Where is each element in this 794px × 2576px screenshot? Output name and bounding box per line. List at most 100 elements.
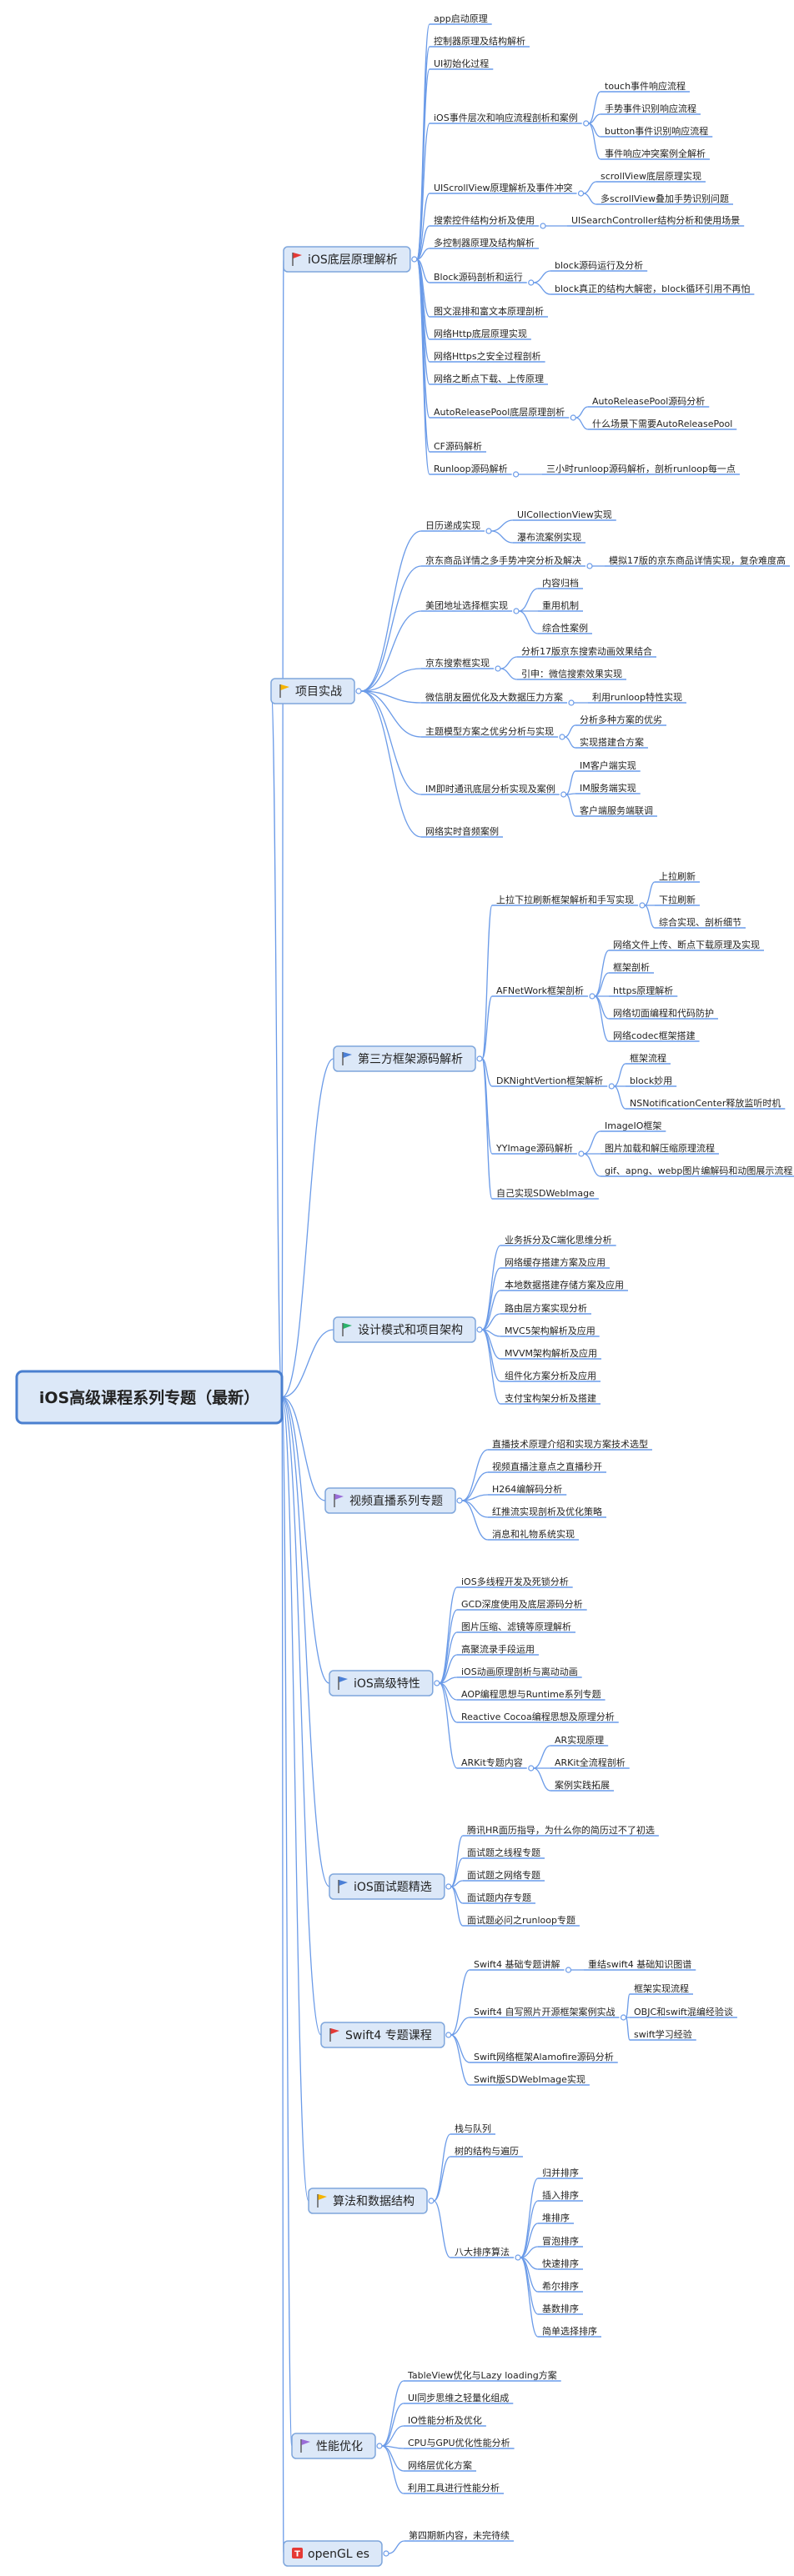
branch-connector: [360, 565, 422, 692]
topic-label: 设计模式和项目架构: [358, 1324, 463, 1337]
topic-node[interactable]: [333, 1316, 476, 1343]
collapse-toggle[interactable]: [513, 608, 520, 614]
leaf-topic-label: 希尔排序: [542, 2280, 579, 2292]
topic-node[interactable]: [270, 678, 355, 704]
subtopic-label: 高聚流录手段运用: [461, 1643, 535, 1655]
collapse-toggle[interactable]: [476, 1055, 483, 1062]
topic-node[interactable]: [308, 2188, 428, 2214]
collapse-toggle[interactable]: [428, 2198, 435, 2204]
leaf-topic-label: 引申：微信搜索效果实现: [521, 668, 622, 679]
collapse-toggle[interactable]: [639, 902, 646, 909]
collapse-toggle[interactable]: [528, 1765, 535, 1772]
subtopic-label: 栈与队列: [455, 2122, 491, 2134]
subtopic-label: 网络实时音频案例: [425, 825, 499, 837]
leaf-connector: [583, 181, 597, 194]
branch-connector: [481, 1058, 493, 1200]
topic-node[interactable]: [329, 1670, 434, 1696]
leaf-topic-label: ImageIO框架: [605, 1120, 661, 1131]
branch-connector: [416, 258, 430, 418]
leaf-topic-label: 综合性案例: [542, 622, 588, 634]
leaf-topic-label: OBJC和swift混编经验谈: [634, 2006, 733, 2017]
topic-node[interactable]: [329, 1873, 445, 1900]
leaf-connector: [533, 1745, 551, 1769]
collapse-toggle[interactable]: [570, 414, 576, 421]
topic-node[interactable]: [333, 1045, 476, 1072]
collapse-toggle[interactable]: [589, 993, 596, 1000]
branch-connector: [439, 1609, 458, 1684]
subtopic-label: 直播技术原理介绍和实现方案技术选型: [492, 1438, 648, 1450]
leaf-connector: [588, 91, 601, 124]
subtopic-label: 树的结构与遍历: [455, 2145, 519, 2157]
subtopic-label: 面试题之网络专题: [467, 1869, 540, 1881]
collapse-toggle[interactable]: [560, 791, 567, 798]
leaf-topic-label: 框架剖析: [613, 961, 650, 973]
collapse-toggle[interactable]: [528, 279, 535, 286]
collapse-toggle[interactable]: [485, 528, 492, 534]
collapse-toggle[interactable]: [568, 699, 575, 706]
branch-connector: [360, 610, 422, 692]
root-node[interactable]: [15, 1370, 284, 1425]
collapse-toggle[interactable]: [565, 1967, 572, 1973]
subtopic-label: AOP编程思想与Runtime系列专题: [461, 1688, 601, 1700]
topic-node[interactable]: [283, 2540, 383, 2567]
topic-label: openGL es: [308, 2548, 369, 2561]
subtopic-label: 网络缓存搭建方案及应用: [505, 1256, 606, 1268]
subtopic-label: 搜索控件结构分析及使用: [434, 214, 535, 226]
branch-connector: [461, 1500, 489, 1518]
subtopic-label: iOS事件层次和响应流程剖析和案例: [434, 112, 578, 123]
collapse-toggle[interactable]: [376, 2443, 383, 2449]
flag-icon: [338, 1880, 348, 1893]
collapse-toggle[interactable]: [445, 2032, 452, 2038]
leaf-topic-label: 利用runloop特性实现: [592, 691, 682, 703]
subtopic-label: 腾讯HR面历指导，为什么你的简历过不了初选: [467, 1824, 655, 1836]
leaf-topic-label: 插入排序: [542, 2189, 579, 2201]
leaf-connector: [500, 668, 518, 680]
collapse-toggle[interactable]: [411, 256, 418, 263]
subtopic-label: 本地数据搭建存储方案及应用: [505, 1279, 624, 1291]
leaf-topic-label: touch事件响应流程: [605, 80, 686, 92]
flag-icon: [292, 253, 302, 266]
collapse-toggle[interactable]: [456, 1497, 463, 1504]
branch-connector: [450, 1835, 464, 1887]
collapse-toggle[interactable]: [578, 1150, 585, 1157]
collapse-toggle[interactable]: [608, 1083, 615, 1090]
collapse-toggle[interactable]: [383, 2550, 389, 2557]
collapse-toggle[interactable]: [586, 563, 593, 569]
subtopic-label: MVVM架构解析及应用: [505, 1347, 597, 1359]
branch-connector: [416, 225, 430, 260]
flag-icon: [300, 2439, 310, 2453]
collapse-toggle[interactable]: [355, 688, 362, 694]
collapse-toggle[interactable]: [540, 223, 546, 229]
subtopic-label: UI同步思维之轻量化组成: [408, 2392, 509, 2403]
collapse-toggle[interactable]: [583, 120, 590, 127]
collapse-toggle[interactable]: [476, 1326, 483, 1333]
leaf-connector: [518, 610, 539, 634]
root-connector: [281, 1396, 322, 2036]
leaf-topic-label: AutoReleasePool源码分析: [592, 395, 705, 407]
collapse-toggle[interactable]: [515, 2254, 521, 2261]
branch-connector: [360, 668, 422, 692]
topic-node[interactable]: [324, 1487, 456, 1514]
flag-icon: [329, 2028, 339, 2042]
collapse-toggle[interactable]: [434, 1680, 440, 1686]
leaf-connector: [520, 2257, 539, 2315]
root-title: iOS高级课程系列专题（最新）: [39, 1388, 259, 1407]
collapse-toggle[interactable]: [445, 1883, 452, 1890]
collapse-toggle[interactable]: [495, 665, 501, 672]
topic-node[interactable]: [291, 2433, 376, 2459]
subtopic-label: 微信朋友圈优化及大数据压力方案: [425, 691, 563, 703]
collapse-toggle[interactable]: [620, 2014, 627, 2021]
subtopic-label: 网络Https之安全过程剖析: [434, 350, 541, 362]
leaf-connector: [594, 995, 610, 1042]
topic-node[interactable]: [320, 2022, 445, 2048]
collapse-toggle[interactable]: [577, 190, 585, 197]
subtopic-label: UI初始化过程: [434, 58, 489, 69]
topic-node[interactable]: [283, 246, 411, 273]
branch-connector: [381, 2425, 405, 2447]
leaf-topic-label: block妙用: [630, 1075, 672, 1086]
collapse-toggle[interactable]: [559, 734, 565, 740]
subtopic-label: 面试题必问之runloop专题: [467, 1914, 575, 1926]
branch-connector: [481, 1245, 501, 1331]
leaf-topic-label: swift学习经验: [634, 2028, 692, 2040]
collapse-toggle[interactable]: [512, 471, 520, 478]
